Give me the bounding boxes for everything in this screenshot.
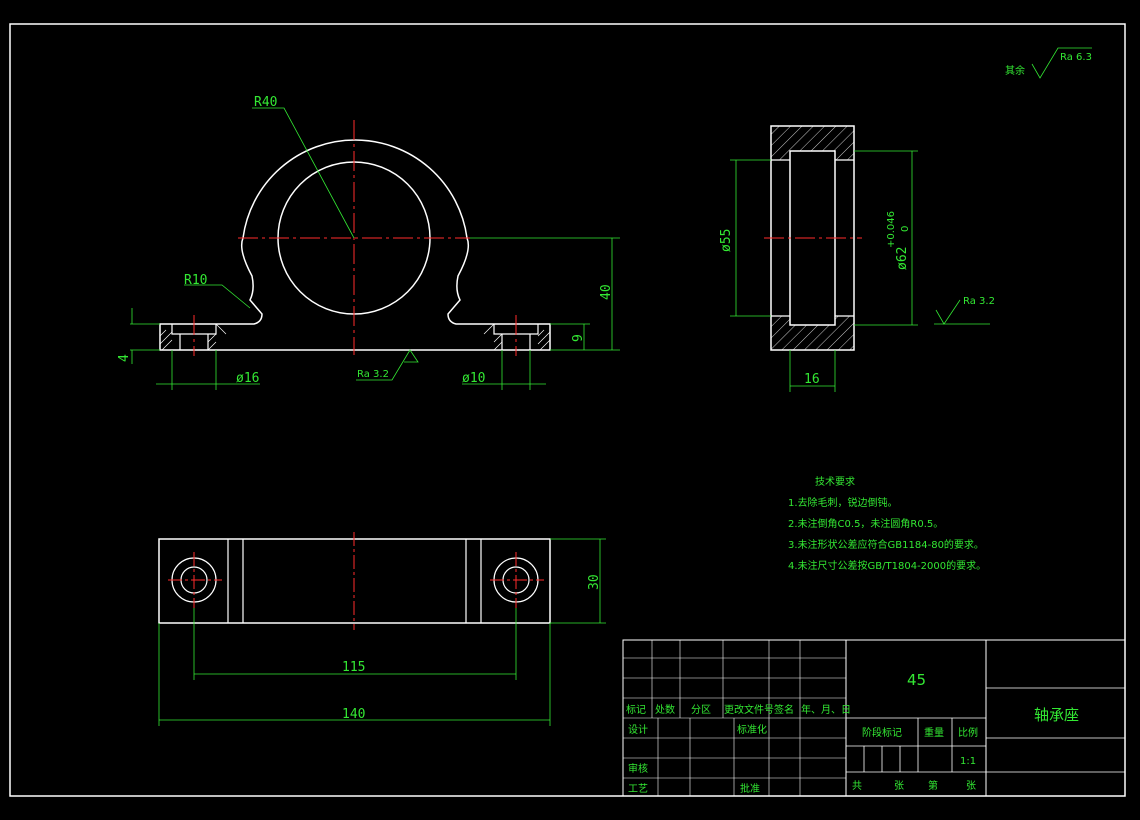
dim-d62: ø62 [895, 247, 910, 270]
front-section-hatch [159, 323, 551, 351]
tb-stage-mark: 阶段标记 [862, 726, 902, 739]
dim-d62-tol-lower: 0 [900, 226, 911, 232]
side-dimensions [730, 150, 990, 392]
tb-col-label: 处数 [655, 703, 675, 716]
tb-sheets: 张 [894, 780, 904, 792]
tb-sheets2: 张 [966, 780, 976, 792]
tech-req-title: 技术要求 [815, 475, 855, 488]
dim-r10: R10 [184, 273, 207, 288]
dim-h4: 4 [117, 354, 132, 362]
tb-sheet-no: 第 [928, 779, 938, 792]
dim-h30: 30 [587, 574, 602, 590]
dim-l140: 140 [342, 707, 365, 722]
roughness-symbol [1031, 47, 1092, 79]
tech-req-item: 2.未注倒角C0.5，未注圆角R0.5。 [788, 517, 943, 530]
dim-d16: ø16 [236, 371, 259, 386]
tb-material: 45 [907, 671, 926, 689]
drawing-frame [9, 23, 1126, 797]
tb-process: 工艺 [628, 783, 648, 795]
tb-col-label: 年、月、日 [801, 703, 851, 716]
dim-h40: 40 [599, 284, 614, 300]
side-view [764, 125, 862, 351]
title-block [622, 639, 1126, 797]
dim-d10: ø10 [462, 371, 485, 386]
tb-review: 审核 [628, 762, 648, 775]
tb-scale-value: 1:1 [960, 756, 976, 767]
tb-part-name: 轴承座 [1034, 706, 1079, 724]
dim-r40: R40 [254, 95, 277, 110]
dim-d62-tol-upper: +0.046 [886, 211, 897, 248]
ra-bottom: Ra 3.2 [357, 369, 389, 380]
tech-req-item: 4.未注尺寸公差按GB/T1804-2000的要求。 [788, 559, 986, 572]
tb-weight: 重量 [924, 726, 944, 739]
tb-col-label: 标记 [626, 704, 646, 716]
tb-total: 共 [852, 780, 862, 792]
tech-req-item: 1.去除毛刺，锐边倒钝。 [788, 496, 898, 509]
dim-h9: 9 [571, 334, 586, 342]
front-outer-contour [159, 139, 551, 351]
roughness-prefix: 其余 [1005, 64, 1025, 77]
side-inner-lines [771, 159, 854, 317]
tb-standardization: 标准化 [737, 723, 767, 736]
top-centerlines [168, 532, 544, 630]
front-centerlines [193, 120, 517, 356]
dim-d55: ø55 [719, 229, 734, 252]
top-dimensions [158, 538, 606, 726]
tb-approval: 批准 [740, 782, 760, 795]
tb-col-label: 签名 [774, 703, 794, 716]
dim-w16: 16 [804, 372, 820, 387]
tb-design: 设计 [628, 723, 648, 736]
tb-col-label: 更改文件号 [724, 703, 774, 716]
roughness-value: Ra 6.3 [1060, 52, 1092, 63]
dim-l115: 115 [342, 660, 365, 675]
tb-scale: 比例 [958, 726, 978, 739]
ra-side: Ra 3.2 [963, 296, 995, 307]
tech-req-item: 3.未注形状公差应符合GB1184-80的要求。 [788, 538, 984, 551]
front-dimensions [130, 107, 620, 390]
tb-col-label: 分区 [691, 704, 711, 716]
top-inner-lines [227, 539, 482, 623]
top-view [158, 532, 551, 630]
